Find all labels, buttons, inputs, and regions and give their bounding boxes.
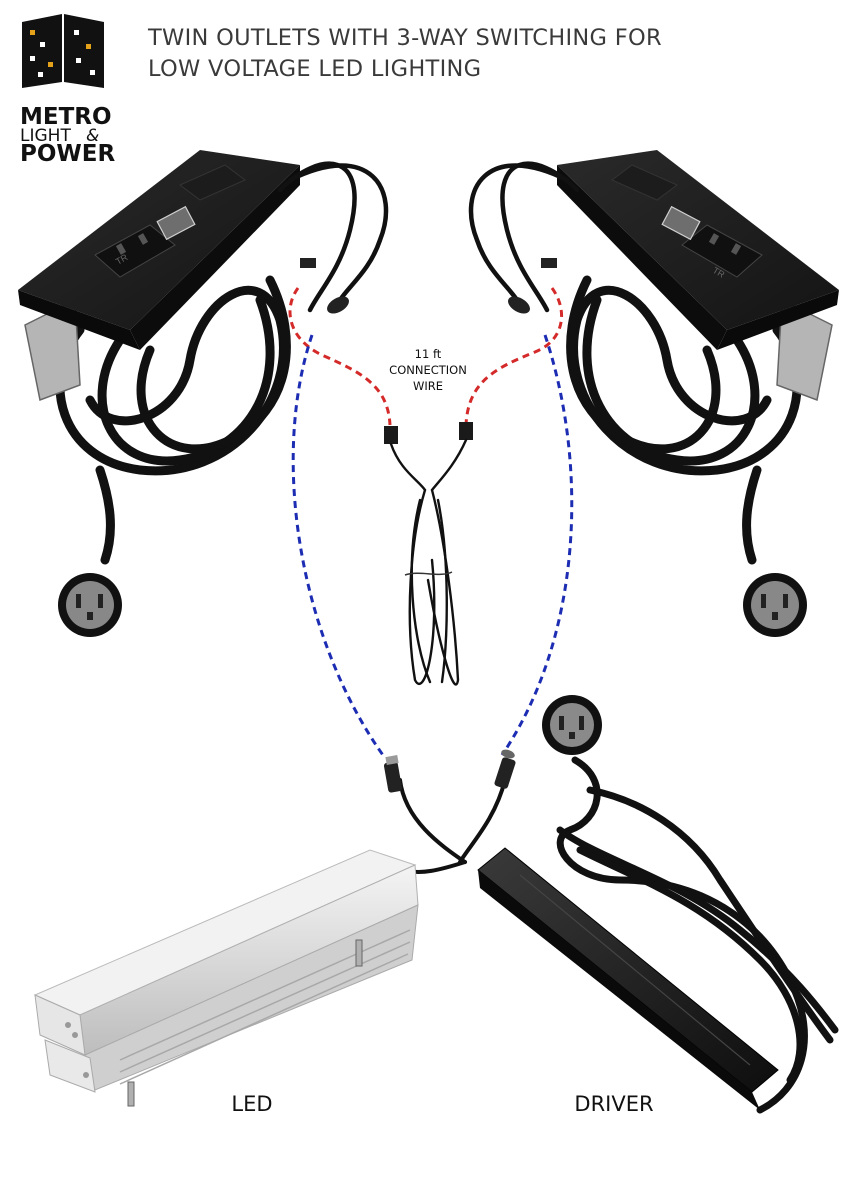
left-receptacle [94,224,176,278]
logo-mark-icon [22,14,104,88]
driver-label: DRIVER [574,1092,653,1116]
blue-path-right [500,334,574,756]
title-line1: TWIN OUTLETS WITH 3-WAY SWITCHING FOR [147,25,662,51]
right-outlet-unit: TR [468,150,839,637]
led-label: LED [231,1092,272,1116]
led-endcap [34,994,86,1056]
right-usb-port [661,205,701,241]
driver [477,695,839,1114]
red-path-left [288,287,392,426]
dc-jack-right [494,757,516,789]
connection-wire: 11 ft CONNECTION WIRE [384,347,473,686]
connection-paths [288,287,574,759]
wire-connector-left [384,426,398,444]
dc-plug-left [383,761,403,793]
right-power-cord [566,275,802,565]
left-plug-icon [58,573,122,637]
wire-connector-right [459,422,473,440]
brand-line1: METRO [20,104,112,130]
left-switch [179,164,246,201]
left-power-cord [55,275,291,565]
splitter [383,749,516,874]
brand-logo: METRO LIGHT & POWER [20,14,115,167]
led-screw-icon [127,939,363,1107]
left-connector [300,258,316,268]
title-line2: LOW VOLTAGE LED LIGHTING [148,56,481,82]
wire-label-line1: CONNECTION [389,363,467,377]
left-usb-port [156,205,196,241]
right-plug-icon [743,573,807,637]
left-outlet-unit: TR [18,150,389,637]
red-path-right [464,287,564,426]
driver-cord [556,756,839,1114]
led-fixture [33,849,419,1107]
right-receptacle [681,224,763,278]
right-connector [541,258,557,268]
right-switch [611,164,678,201]
brand-line2: LIGHT [20,126,71,146]
brand-line3: POWER [20,141,115,167]
brand-ampersand: & [86,126,99,146]
wire-length-label: 11 ft [415,347,442,361]
driver-body [477,847,779,1093]
blue-path-left [291,334,387,759]
wire-label-line2: WIRE [413,379,443,393]
driver-plug-icon [542,695,602,755]
